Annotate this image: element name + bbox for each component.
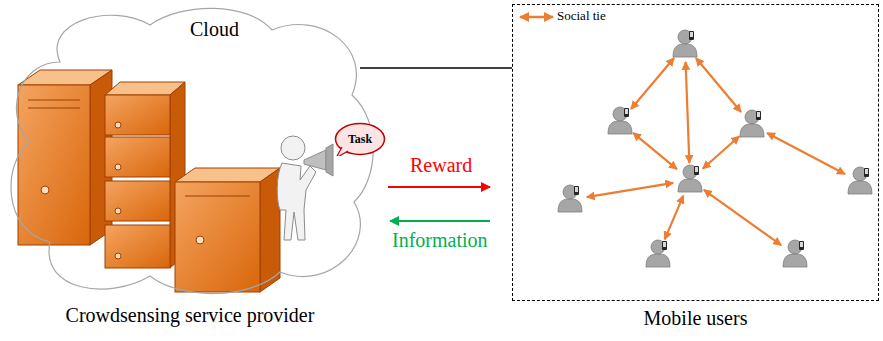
information-arrow <box>390 220 490 222</box>
user-icon <box>608 107 632 134</box>
user-icon <box>673 30 697 57</box>
legend-sample <box>520 16 553 19</box>
social-tie <box>587 183 673 197</box>
social-tie <box>703 136 740 168</box>
social-tie <box>696 58 741 112</box>
region-caption: Mobile users <box>513 307 878 330</box>
mobile-users <box>558 30 872 267</box>
announcer-figure <box>277 136 333 240</box>
social-tie <box>665 196 684 240</box>
task-bubble: Task <box>334 122 386 156</box>
information-label: Information <box>392 229 488 252</box>
user-icon <box>646 240 670 267</box>
social-tie <box>633 133 677 169</box>
social-tie <box>767 133 845 174</box>
connector-line <box>360 67 512 68</box>
cloud-region: CloudCrowdsensing service provider <box>0 0 362 336</box>
user-icon <box>783 240 807 267</box>
server-large <box>175 168 280 292</box>
legend-text: Social tie <box>557 8 606 24</box>
user-icon <box>678 165 702 192</box>
reward-label: Reward <box>410 154 472 177</box>
user-icon <box>848 167 872 194</box>
social-tie <box>686 62 690 163</box>
region-title: Cloud <box>190 18 239 41</box>
server-tower <box>18 70 112 245</box>
user-icon <box>740 110 764 137</box>
region-caption: Crowdsensing service provider <box>0 304 380 327</box>
cloud-shape <box>11 8 373 293</box>
social-ties <box>587 58 845 245</box>
user-area: Mobile users <box>512 4 879 301</box>
bubble-label: Task <box>334 132 386 147</box>
social-tie <box>704 190 781 245</box>
cloud-outline <box>0 0 375 300</box>
user-icon <box>558 185 582 212</box>
server-stack <box>105 82 185 268</box>
reward-arrow <box>388 186 490 188</box>
social-tie <box>631 58 674 109</box>
